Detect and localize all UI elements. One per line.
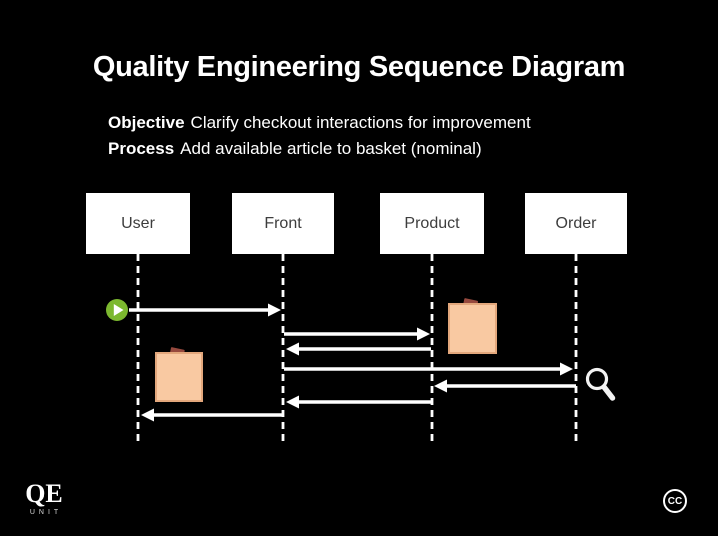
participant-label: Product (404, 214, 460, 232)
message-arrow-order-to-product-head (434, 379, 447, 393)
magnifier-icon-handle (601, 384, 616, 401)
process-label: Process (108, 139, 175, 158)
participant-box-user: User (86, 193, 190, 254)
process-line: Process Add available article to basket (… (108, 139, 482, 159)
objective-label: Objective (108, 113, 185, 132)
participant-label: Front (264, 214, 302, 232)
message-arrow-front-to-order-head (560, 362, 573, 376)
note-icon (155, 352, 203, 402)
objective-text: Clarify checkout interactions for improv… (190, 113, 531, 132)
message-arrow-product-to-front-head (286, 395, 299, 409)
message-arrow-front-to-user-head (141, 408, 154, 422)
participant-label: Order (555, 214, 597, 232)
objective-line: Objective Clarify checkout interactions f… (108, 113, 531, 133)
logo-sub-text: UNIT (29, 509, 63, 516)
message-arrow-front-to-product-head (417, 327, 430, 341)
page-title: Quality Engineering Sequence Diagram (92, 51, 626, 83)
logo-main-text: QE (25, 479, 63, 508)
creative-commons-icon: CC (663, 489, 687, 513)
message-arrow-user-to-front-head (268, 303, 281, 317)
play-icon-triangle (113, 304, 124, 316)
process-text: Add available article to basket (nominal… (180, 139, 482, 158)
participant-box-order: Order (525, 193, 627, 254)
participant-label: User (121, 214, 155, 232)
qe-unit-logo: QE UNIT (24, 479, 64, 517)
note-icon (448, 303, 497, 354)
magnifier-icon (585, 367, 609, 391)
message-arrow-product-to-front-head (286, 342, 299, 356)
participant-box-product: Product (380, 193, 484, 254)
participant-box-front: Front (232, 193, 334, 254)
